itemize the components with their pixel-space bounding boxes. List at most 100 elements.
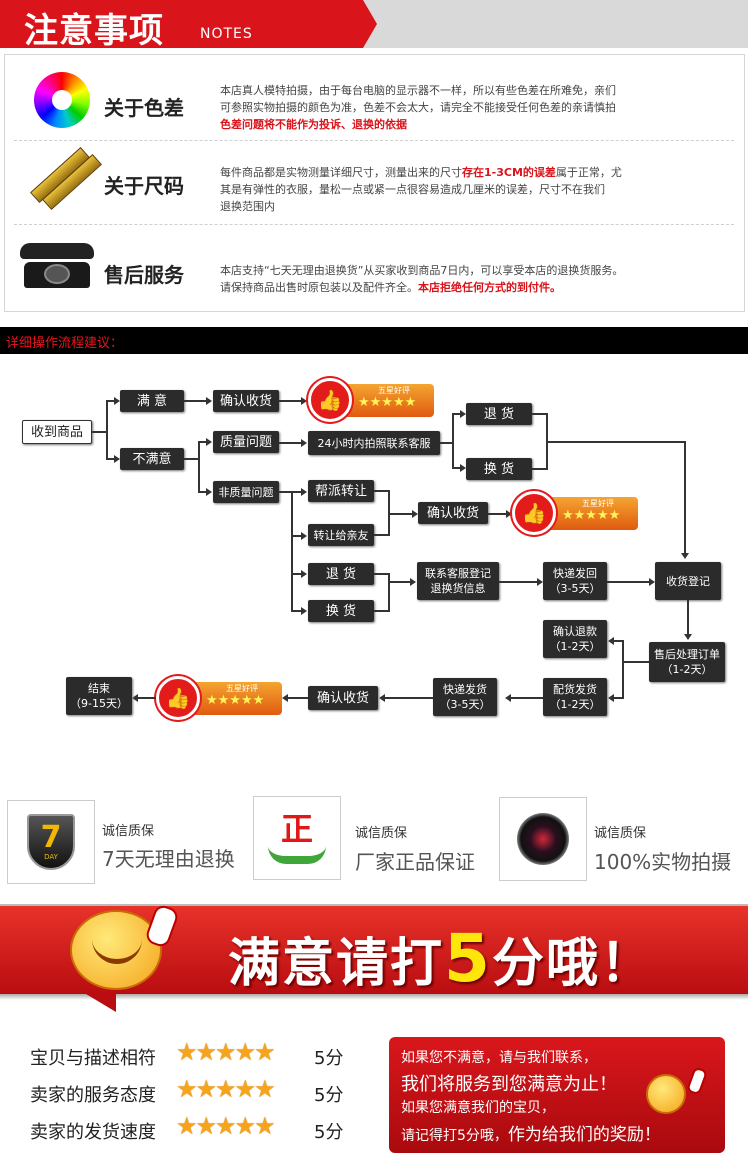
connector [92,431,106,433]
note-line: 本店支持“七天无理由退换货”从买家收到商品7日内，可以享受本店的退换货服务。 [220,264,624,277]
message-line-4a: 请记得打5分哦， [401,1128,508,1144]
connector [607,581,649,583]
flow-title: 详细操作流程建议： [6,336,124,351]
banner-post: 分哦！ [491,934,654,994]
arrow [684,634,692,640]
banner-five: 5 [444,920,492,997]
arrow [460,464,466,472]
badge-stars: ★★★★★ [358,395,417,410]
color-wheel-center [52,90,72,110]
smiley-face-icon [70,910,162,990]
arrow [301,488,307,496]
arrow [379,694,385,702]
connector [291,573,301,575]
note-label-service: 售后服务 [104,263,184,287]
connector [532,413,546,415]
flow-return-1: 退 货 [466,403,532,425]
note-text-size: 每件商品都是实物测量详细尺寸，测量出来的尺寸存在1-3CM的误差属于正常，尤 其… [220,164,730,215]
guarantee-small-2: 诚信质保 [355,826,408,841]
connector [138,697,156,699]
page-subtitle: NOTES [200,26,253,42]
connector [385,697,433,699]
note-line: 其是有弹性的衣服，量松一点或紧一点很容易造成几厘米的误差，尺寸不在我们 [220,183,605,196]
connector [390,513,412,515]
arrow [301,439,307,447]
rating-score: 5分 [314,1122,344,1143]
divider [14,224,734,225]
flow-quality-issue: 质量问题 [213,431,279,453]
flow-help-transfer: 帮派转让 [308,480,374,502]
connector [198,491,206,493]
guarantee-icon-box-3 [499,797,587,881]
connector [390,581,410,583]
flow-return-2: 退 货 [308,563,374,585]
note-red-span: 存在1-3CM的误差 [462,166,556,179]
flow-ship-back: 快递发回 （3-5天） [543,562,607,600]
guarantee-big-2: 厂家正品保证 [355,850,475,874]
note-line: 本店真人模特拍摄，由于每台电脑的显示器不一样，所以有些色差在所难免，亲们 [220,84,616,97]
connector [548,441,684,443]
five-star-badge-1: 👍 五星好评 ★★★★★ [308,378,436,422]
note-label-size: 关于尺码 [104,174,184,198]
connector [388,573,390,612]
note-line: 请保持商品出售时原包装以及配件齐全。本店拒绝任何方式的到付件。 [220,279,730,296]
arrow [460,410,466,418]
flow-express: 快递发货 （3-5天） [433,678,497,716]
rating-stars: ★★★★★ [176,1075,276,1103]
flow-transfer-friend: 转让给亲友 [308,524,374,546]
connector [374,573,388,575]
banner-tail [86,994,116,1012]
divider [14,140,734,141]
connector [279,400,301,402]
page-title: 注意事项 [24,11,164,51]
connector [687,600,689,634]
flow-unsatisfied: 不满意 [120,448,184,470]
thumbs-up-icon: 👍 [512,491,556,535]
flow-non-quality: 非质量问题 [213,481,279,503]
notes-panel [4,54,745,312]
connector [499,581,537,583]
connector [622,640,624,699]
connector [106,400,108,460]
badge-text: 五星好评 [226,684,258,693]
arrow [301,607,307,615]
arrow [649,578,655,586]
flow-exchange-1: 换 货 [466,458,532,480]
flow-refund: 确认退款 （1-2天） [543,620,607,658]
banner-shadow [0,994,748,1000]
flow-confirm-2: 确认收货 [418,502,488,524]
arrow [301,570,307,578]
flow-receive-register: 收货登记 [655,562,721,600]
arrow [282,694,288,702]
badge-stars: ★★★★★ [562,508,621,523]
note-text-part: 每件商品都是实物测量详细尺寸，测量出来的尺寸 [220,166,462,179]
shield-sub: DAY [44,853,58,861]
guarantee-small-3: 诚信质保 [594,826,647,841]
connector [291,610,301,612]
message-line-1: 如果您不满意，请与我们联系， [401,1050,597,1066]
telephone-handset [20,243,94,259]
flow-receive: 收到商品 [22,420,92,444]
arrow [505,694,511,702]
banner-title: 满意请打5分哦！ [228,920,654,997]
arrow [114,455,120,463]
connector [374,534,388,536]
rating-label: 宝贝与描述相符 [30,1048,156,1069]
flow-satisfied: 满 意 [120,390,184,412]
flow-register: 联系客服登记 退换货信息 [417,562,499,600]
connector [184,458,198,460]
connector [452,413,460,415]
guarantee-big-3: 100%实物拍摄 [594,850,732,874]
connector [532,468,546,470]
rating-label: 卖家的发货速度 [30,1122,156,1143]
connector [291,491,293,612]
flow-after-sale: 售后处理订单 （1-2天） [649,642,725,682]
arrow [608,694,614,702]
flow-exchange-2: 换 货 [308,600,374,622]
thumbs-up-icon: 👍 [156,676,200,720]
badge-text: 五星好评 [582,499,614,508]
message-line-2: 我们将服务到您满意为止！ [401,1074,617,1095]
connector [614,640,624,642]
rating-stars: ★★★★★ [176,1112,276,1140]
connector [288,697,308,699]
